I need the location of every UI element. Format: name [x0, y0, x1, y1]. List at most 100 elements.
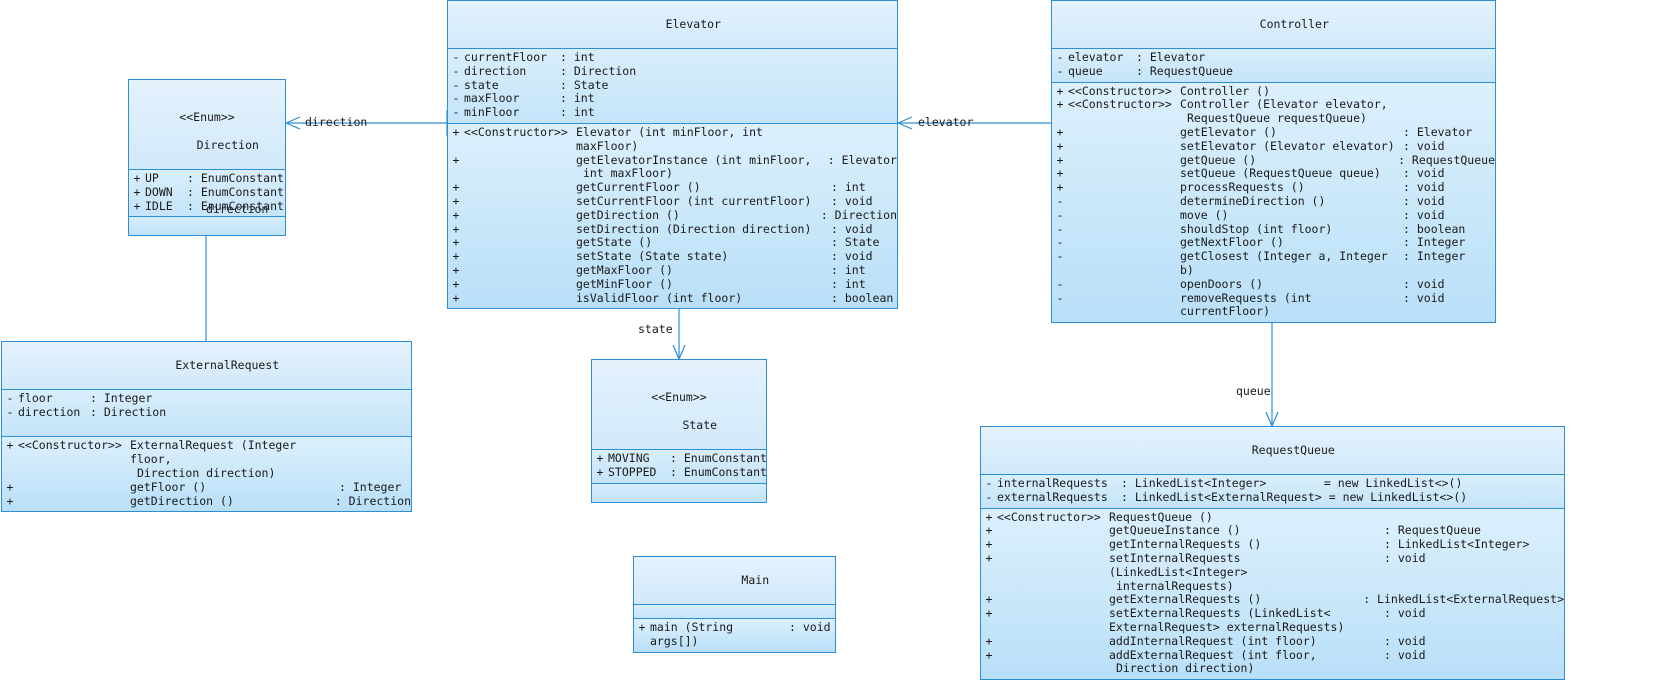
visibility-marker: -: [1056, 249, 1064, 264]
operation-signature: Controller (Elevator elevator, RequestQu…: [1180, 97, 1388, 126]
class-box-direction[interactable]: <<Enum>> Direction +UP: EnumConstant+DOW…: [128, 79, 286, 237]
operation-return-type: : Direction: [820, 207, 897, 222]
operation-row: +getElevator (): Elevator: [1052, 124, 1495, 140]
operations-compartment-requestqueue: +<<Constructor>>RequestQueue ()+getQueue…: [981, 508, 1564, 680]
attribute-row: -currentFloor: int: [448, 50, 897, 65]
attribute-type: : EnumConstant: [670, 464, 767, 479]
visibility-marker: +: [985, 550, 993, 565]
attributes-compartment-externalrequest: -floor: Integer-direction: Direction: [2, 390, 411, 438]
attribute-name: currentFloor: [464, 50, 548, 64]
class-header-direction: <<Enum>> Direction: [129, 80, 285, 170]
operation-return-type: : void: [831, 221, 873, 236]
visibility-marker: +: [452, 207, 460, 222]
class-name-elevator: Elevator: [665, 17, 721, 31]
operation-signature: getMinFloor (): [576, 276, 673, 291]
class-box-state[interactable]: <<Enum>> State +MOVING: EnumConstant+ STO…: [591, 359, 767, 503]
attribute-type: : EnumConstant: [187, 198, 284, 213]
edge-label-controller-requestqueue: queue: [1236, 384, 1271, 398]
class-header-state: <<Enum>> State: [592, 360, 766, 450]
attribute-row: -direction: Direction: [448, 63, 897, 79]
visibility-marker: -: [1056, 235, 1064, 250]
operation-return-type: : boolean: [1403, 221, 1466, 236]
operation-return-type: : Integer: [339, 479, 402, 494]
operation-signature: ExternalRequest (Integer floor, Directio…: [130, 438, 297, 480]
visibility-marker: -: [985, 489, 993, 504]
attribute-row: +MOVING: EnumConstant: [592, 451, 766, 466]
operation-row: -getClosest (Integer a, Integer b): Inte…: [1052, 249, 1495, 278]
attribute-row: -elevator: Elevator: [1052, 50, 1495, 65]
operation-signature: move (): [1180, 207, 1229, 222]
operation-signature: determineDirection (): [1180, 193, 1326, 208]
operation-row: +addExternalRequest (int floor, Directio…: [981, 647, 1564, 677]
operation-signature: Controller (): [1180, 83, 1271, 98]
operation-row: +getInternalRequests (): LinkedList<Inte…: [981, 537, 1564, 552]
visibility-marker: -: [985, 476, 993, 490]
class-header-requestqueue: RequestQueue: [981, 427, 1564, 475]
attribute-row: -minFloor: int: [448, 105, 897, 120]
attributes-compartment-direction: +UP: EnumConstant+DOWN: EnumConstant+IDL…: [129, 170, 285, 218]
attribute-row: -maxFloor: int: [448, 92, 897, 106]
attribute-row: +DOWN: EnumConstant: [129, 185, 285, 200]
visibility-marker: +: [452, 221, 460, 236]
visibility-marker: -: [1056, 221, 1064, 236]
operation-row: - move () : void: [1052, 207, 1495, 223]
operation-row: -openDoors (): void: [1052, 277, 1495, 292]
operation-row: - shouldStop (int floor) : boolean: [1052, 221, 1495, 237]
operation-row: +setState (State state): void: [448, 249, 897, 264]
operation-signature: getInternalRequests (): [1109, 537, 1262, 552]
operation-signature: getMaxFloor (): [576, 262, 673, 277]
attribute-name: elevator: [1068, 50, 1124, 64]
visibility-marker: -: [1056, 207, 1064, 222]
operations-compartment-controller: +<<Constructor>>Controller ()+<<Construc…: [1052, 82, 1495, 323]
visibility-marker: +: [985, 633, 993, 648]
visibility-marker: -: [6, 404, 14, 419]
operation-return-type: : void: [1403, 207, 1445, 222]
class-box-externalrequest[interactable]: ExternalRequest -floor: Integer-directio…: [1, 341, 412, 513]
operation-return-type: : void: [1384, 633, 1426, 648]
visibility-marker: -: [1056, 63, 1064, 78]
operation-return-type: : Elevator: [1403, 124, 1473, 139]
attributes-compartment-requestqueue: -internalRequests: LinkedList<Integer> =…: [981, 475, 1564, 509]
class-box-controller[interactable]: Controller -elevator: Elevator-queue: Re…: [1051, 0, 1496, 324]
operation-signature: getDirection (): [576, 207, 680, 222]
attribute-type: : LinkedList<Integer>: [1121, 476, 1267, 490]
operation-row: + setInternalRequests (LinkedList<Integer…: [981, 550, 1564, 593]
class-box-requestqueue[interactable]: RequestQueue -internalRequests: LinkedLi…: [980, 426, 1565, 680]
visibility-marker: +: [596, 464, 604, 479]
operation-signature: removeRequests (int currentFloor): [1180, 290, 1319, 319]
visibility-marker: -: [1056, 50, 1064, 64]
visibility-marker: -: [452, 63, 460, 78]
visibility-marker: +: [133, 171, 141, 185]
edge-label-controller-elevator: elevator: [918, 115, 974, 129]
operation-return-type: : void: [1403, 138, 1445, 153]
operation-return-type: : void: [789, 620, 831, 634]
class-box-elevator[interactable]: Elevator -currentFloor: int-direction: D…: [447, 0, 898, 310]
attribute-row: [2, 420, 411, 434]
operation-row: +getExternalRequests (): LinkedList<Exte…: [981, 593, 1564, 607]
visibility-marker: +: [985, 647, 993, 662]
class-header-main: Main: [634, 557, 835, 605]
operation-signature: setState (State state): [576, 249, 729, 264]
class-box-main[interactable]: Main +main (String args[]): void: [633, 556, 836, 653]
operation-row: + getDirection () : Direction: [448, 207, 897, 223]
operation-signature: getCurrentFloor (): [576, 180, 701, 195]
operation-row: +<<Constructor>>RequestQueue (): [981, 509, 1564, 525]
operation-return-type: : RequestQueue: [1398, 152, 1495, 167]
operation-signature: getFloor (): [130, 479, 207, 494]
attribute-row: +UP: EnumConstant: [129, 171, 285, 186]
attribute-row: + STOPPED : EnumConstant: [592, 464, 767, 480]
operation-signature: setInternalRequests (LinkedList<Integer>…: [1109, 550, 1248, 593]
attribute-name: maxFloor: [464, 91, 520, 106]
attribute-type: : Integer: [90, 391, 153, 405]
operation-signature: RequestQueue (): [1109, 509, 1213, 524]
operation-return-type: : void: [1384, 550, 1426, 565]
operation-row: +addInternalRequest (int floor): void: [981, 633, 1564, 649]
attribute-name: STOPPED: [608, 464, 657, 479]
visibility-marker: +: [1056, 97, 1064, 112]
operation-return-type: : State: [831, 235, 880, 250]
attribute-row: -floor: Integer: [2, 391, 411, 406]
operation-row: +getFloor (): Integer: [2, 479, 411, 495]
operation-signature: shouldStop (int floor): [1180, 221, 1333, 236]
operation-return-type: : void: [1384, 606, 1426, 621]
